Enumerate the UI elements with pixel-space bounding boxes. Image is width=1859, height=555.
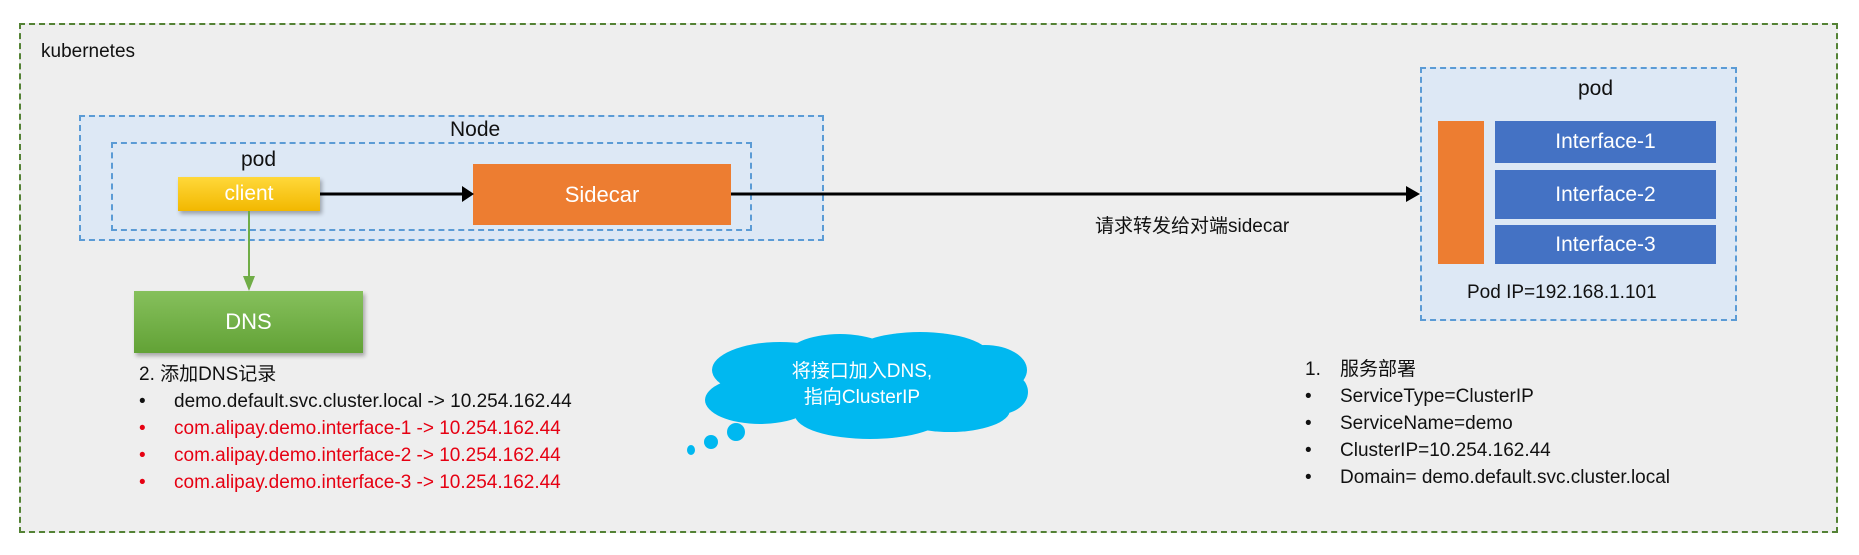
local-pod-label: pod (241, 148, 277, 171)
cluster-label: kubernetes (41, 41, 136, 62)
interface-box: Interface-3 (1495, 225, 1716, 264)
cloud-callout (687, 332, 1028, 455)
arrowhead (243, 276, 255, 291)
list-item: •ClusterIP=10.254.162.44 (1305, 440, 1551, 461)
dns-label: DNS (225, 309, 272, 334)
interface-label: Interface-3 (1555, 232, 1656, 256)
dns-records-list: 2. 添加DNS记录 •demo.default.svc.cluster.loc… (139, 361, 572, 496)
dns-records-title: 2. 添加DNS记录 (139, 364, 277, 385)
list-item: •com.alipay.demo.interface-2 -> 10.254.1… (139, 445, 561, 466)
deployment-title: 1.服务部署 (1305, 359, 1417, 380)
client-box: client (178, 177, 320, 211)
interface-box: Interface-1 (1495, 121, 1716, 163)
dns-box: DNS (134, 291, 363, 353)
list-item: •com.alipay.demo.interface-3 -> 10.254.1… (139, 472, 561, 493)
arrowhead (462, 186, 474, 202)
list-item: •ServiceName=demo (1305, 413, 1513, 434)
node-label: Node (450, 118, 501, 141)
list-item: •Domain= demo.default.svc.cluster.local (1305, 467, 1671, 488)
list-item: •com.alipay.demo.interface-1 -> 10.254.1… (139, 418, 561, 439)
interface-label: Interface-2 (1555, 182, 1656, 206)
deployment-list: 1.服务部署 •ServiceType=ClusterIP •ServiceNa… (1305, 356, 1670, 491)
cloud-note-line2: 指向ClusterIP (803, 387, 921, 408)
list-item: •ServiceType=ClusterIP (1305, 386, 1534, 407)
interface-label: Interface-1 (1555, 130, 1656, 153)
pod-ip-label: Pod IP=192.168.1.101 (1467, 282, 1657, 303)
local-pod-box (111, 142, 752, 231)
client-label: client (224, 182, 274, 205)
remote-sidecar-bar (1438, 121, 1484, 264)
forward-arrow-label: 请求转发给对端sidecar (1095, 216, 1290, 237)
remote-pod-label: pod (1578, 77, 1614, 100)
sidecar-label: Sidecar (564, 181, 640, 207)
sidecar-box: Sidecar (473, 164, 731, 225)
cloud-note-line1: 将接口加入DNS, (791, 361, 933, 382)
list-item: •demo.default.svc.cluster.local -> 10.25… (139, 391, 572, 412)
arrowhead (1406, 186, 1420, 202)
interface-box: Interface-2 (1495, 170, 1716, 219)
